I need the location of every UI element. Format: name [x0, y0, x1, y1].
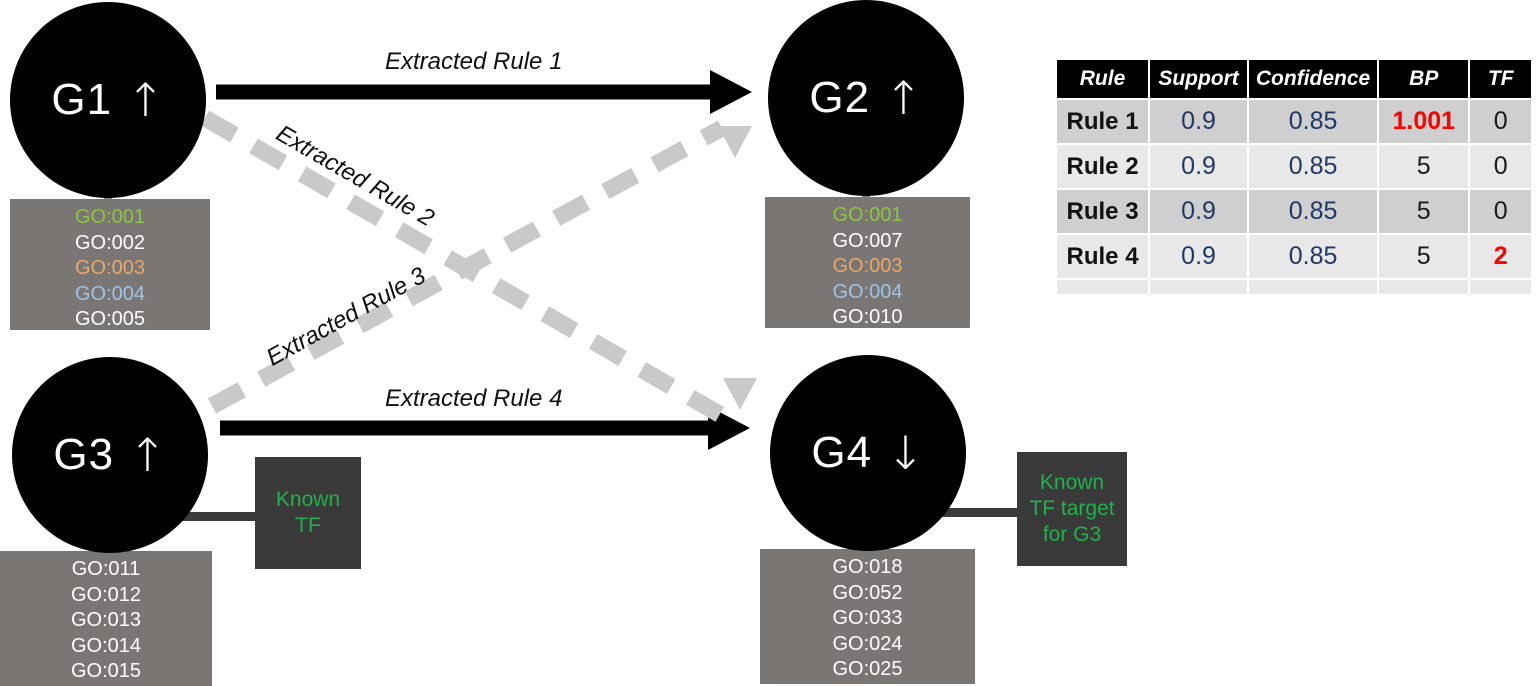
annotation-line: Known — [275, 488, 341, 511]
go-term: GO:015 — [70, 660, 142, 682]
cell-confidence: 0.85 — [1249, 235, 1378, 278]
cell-rule: Rule 3 — [1057, 190, 1149, 233]
go-term: GO:014 — [70, 634, 142, 657]
go-box-g2: GO:001 GO:007 GO:003 GO:004 GO:010 — [765, 197, 970, 328]
go-term: GO:011 — [71, 558, 141, 580]
annotation-known-tf-target-g4: Known TF target for G3 — [1017, 452, 1127, 566]
edge-label-rule1: Extracted Rule 1 — [385, 48, 563, 75]
table-row: Rule 3 0.9 0.85 5 0 — [1057, 190, 1531, 233]
annotation-line: TF — [295, 514, 321, 537]
go-term: GO:003 — [74, 257, 146, 279]
node-g4-direction-arrow-icon: ↓ — [886, 426, 925, 480]
go-box-g4: GO:018 GO:052 GO:033 GO:024 GO:025 — [760, 549, 975, 684]
column-header-tf: TF — [1470, 60, 1531, 98]
cell-confidence: 0.85 — [1249, 100, 1378, 143]
node-g3-direction-arrow-icon: ↑ — [128, 428, 167, 482]
tf-connector-g4 — [930, 508, 1020, 517]
table-footer-spacer — [1057, 280, 1531, 294]
edge-rule1 — [216, 70, 752, 114]
cell-support: 0.9 — [1150, 100, 1248, 143]
cell-bp: 5 — [1379, 190, 1469, 233]
go-term: GO:004 — [74, 282, 146, 305]
cell-confidence: 0.85 — [1249, 190, 1378, 233]
cell-tf: 0 — [1470, 145, 1531, 188]
cell-bp: 5 — [1379, 145, 1469, 188]
node-g2[interactable]: G2 ↑ — [768, 0, 964, 196]
annotation-line: for G3 — [1042, 523, 1102, 546]
go-term: GO:007 — [832, 229, 903, 252]
column-header-bp: BP — [1379, 60, 1469, 98]
go-box-g3: GO:011 GO:012 GO:013 GO:014 GO:015 — [0, 551, 212, 686]
go-term: GO:033 — [832, 607, 903, 629]
node-g3[interactable]: G3 ↑ — [12, 357, 208, 553]
go-term: GO:002 — [74, 231, 146, 254]
go-term: GO:003 — [832, 255, 903, 277]
go-term: GO:004 — [832, 280, 903, 303]
go-term: GO:010 — [832, 306, 903, 328]
edge-rule4 — [220, 406, 750, 450]
cell-tf: 0 — [1470, 190, 1531, 233]
table-row: Rule 4 0.9 0.85 5 2 — [1057, 235, 1531, 278]
annotation-line: Known — [1039, 471, 1105, 494]
go-term: GO:018 — [832, 556, 903, 578]
node-g1-direction-arrow-icon: ↑ — [126, 73, 165, 127]
node-g4[interactable]: G4 ↓ — [770, 355, 966, 551]
go-term: GO:025 — [832, 658, 903, 680]
cell-bp: 5 — [1379, 235, 1469, 278]
go-term: GO:013 — [70, 609, 142, 631]
go-term: GO:052 — [832, 581, 903, 604]
cell-support: 0.9 — [1150, 145, 1248, 188]
rule-metrics-table: Rule Support Confidence BP TF Rule 1 0.9… — [1055, 58, 1533, 296]
node-g3-label: G3 — [53, 430, 115, 479]
cell-tf: 0 — [1470, 100, 1531, 143]
go-term: GO:001 — [74, 206, 146, 228]
cell-rule: Rule 1 — [1057, 100, 1149, 143]
tf-connector-g3 — [170, 512, 262, 521]
edge-label-rule4: Extracted Rule 4 — [385, 385, 563, 412]
table-row: Rule 1 0.9 0.85 1.001 0 — [1057, 100, 1531, 143]
cell-confidence: 0.85 — [1249, 145, 1378, 188]
cell-support: 0.9 — [1150, 235, 1248, 278]
table-header-row: Rule Support Confidence BP TF — [1057, 60, 1531, 98]
cell-rule: Rule 2 — [1057, 145, 1149, 188]
column-header-confidence: Confidence — [1249, 60, 1378, 98]
cell-support: 0.9 — [1150, 190, 1248, 233]
table-row: Rule 2 0.9 0.85 5 0 — [1057, 145, 1531, 188]
node-g2-direction-arrow-icon: ↑ — [884, 71, 923, 125]
node-g1-label: G1 — [51, 75, 113, 124]
go-term: GO:024 — [832, 632, 903, 655]
annotation-line: TF target — [1029, 497, 1115, 520]
annotation-known-tf-g3: Known TF — [255, 457, 361, 569]
node-g2-label: G2 — [809, 73, 871, 122]
column-header-support: Support — [1150, 60, 1248, 98]
node-g4-label: G4 — [811, 428, 873, 477]
go-term: GO:001 — [832, 204, 903, 226]
cell-bp: 1.001 — [1379, 100, 1469, 143]
go-term: GO:012 — [70, 583, 142, 606]
go-box-g1: GO:001 GO:002 GO:003 GO:004 GO:005 — [10, 199, 210, 330]
go-term: GO:005 — [74, 308, 146, 330]
column-header-rule: Rule — [1057, 60, 1149, 98]
edge-rule3 — [207, 120, 752, 414]
node-g1[interactable]: G1 ↑ — [10, 2, 206, 198]
cell-tf: 2 — [1470, 235, 1531, 278]
cell-rule: Rule 4 — [1057, 235, 1149, 278]
